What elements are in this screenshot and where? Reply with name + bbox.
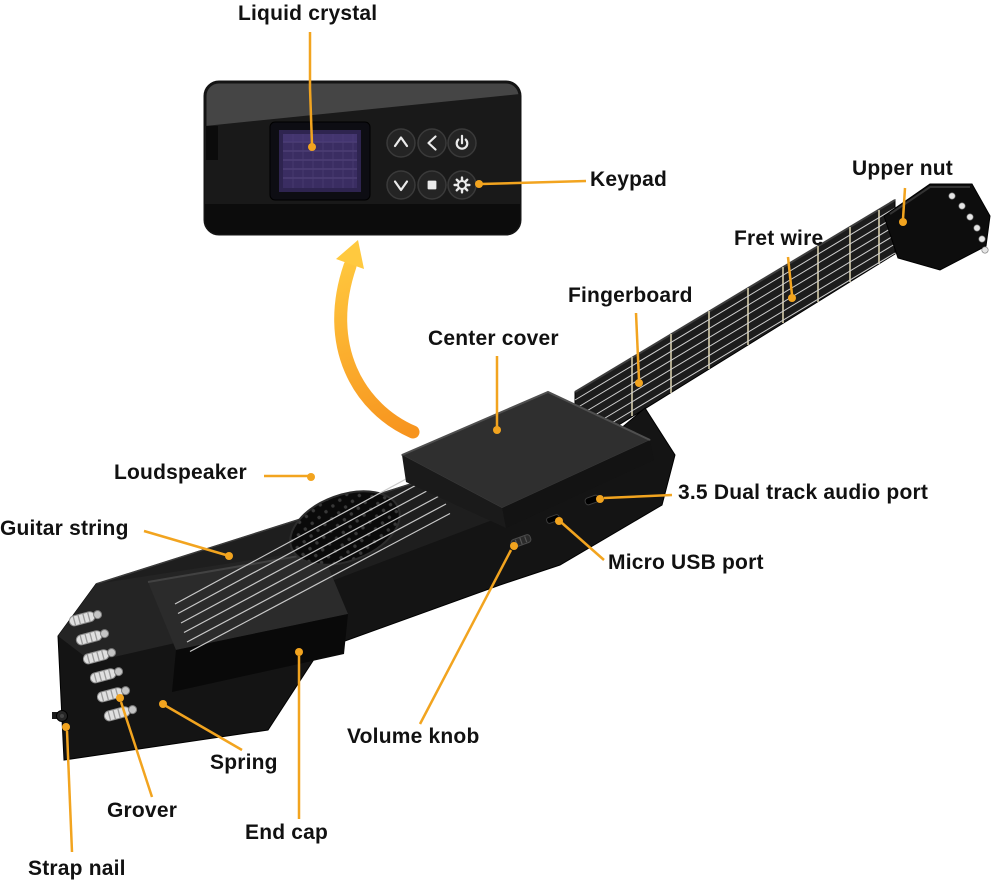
lcd-keypad-inset (203, 80, 522, 236)
callout-upper-nut (899, 187, 907, 226)
callout-strap-nail (62, 723, 74, 853)
stop-icon (427, 180, 437, 190)
callout-end-cap (295, 648, 303, 819)
gear-icon (453, 176, 471, 194)
callout-guitar-string (143, 529, 233, 560)
label-micro-usb-port: Micro USB port (608, 551, 764, 574)
lcd-display (269, 121, 371, 201)
label-upper-nut: Upper nut (852, 157, 953, 180)
callouts (62, 32, 907, 853)
label-center-cover: Center cover (428, 327, 559, 350)
callout-center-cover (493, 356, 501, 434)
callout-grover (116, 694, 154, 798)
inset-pointer-arrow (334, 240, 420, 439)
label-strap-nail: Strap nail (28, 857, 126, 880)
label-loudspeaker: Loudspeaker (114, 461, 247, 484)
label-volume-knob: Volume knob (347, 725, 480, 748)
callout-volume-knob (418, 542, 518, 725)
callout-keypad (475, 179, 587, 188)
label-guitar-string: Guitar string (0, 517, 129, 540)
chevron-down-icon (393, 180, 409, 192)
label-keypad: Keypad (590, 168, 668, 191)
label-grover: Grover (107, 799, 178, 822)
guitar-neck (574, 199, 896, 453)
loudspeaker-grille (289, 490, 401, 566)
label-audio-port: 3.5 Dual track audio port (678, 481, 929, 504)
callout-micro-usb (555, 517, 605, 561)
power-icon (455, 134, 469, 150)
label-fret-wire: Fret wire (734, 227, 824, 250)
guitar-strings-part (174, 465, 451, 653)
callout-fret-wire (786, 256, 796, 302)
end-cap-part (172, 614, 348, 692)
chevron-left-icon (427, 135, 437, 151)
center-cover-part (400, 390, 654, 528)
label-end-cap: End cap (245, 821, 329, 844)
neck-strings (574, 207, 896, 446)
callout-audio-port (596, 493, 673, 503)
label-fingerboard: Fingerboard (568, 284, 693, 307)
label-spring: Spring (210, 751, 278, 774)
callout-spring (159, 700, 243, 752)
guitar-illustration (52, 183, 991, 761)
strap-nail-part (52, 710, 68, 722)
string-end-pins (948, 192, 989, 254)
callout-loudspeaker (264, 473, 315, 481)
upper-nut-part (883, 183, 991, 271)
label-liquid-crystal: Liquid crystal (238, 2, 378, 25)
usb-port-part (546, 514, 560, 524)
keypad-buttons (386, 128, 477, 200)
fret-wires (631, 210, 880, 416)
chevron-up-icon (393, 136, 409, 148)
callout-liquid-crystal (308, 32, 316, 151)
callout-fingerboard (634, 312, 643, 387)
